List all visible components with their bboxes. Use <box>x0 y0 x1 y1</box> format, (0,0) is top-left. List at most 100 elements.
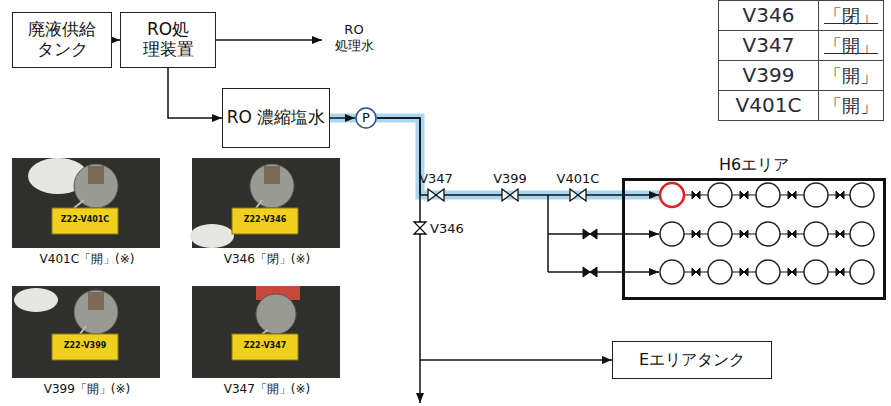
table-cell: V401C <box>718 90 819 121</box>
valve-symbol <box>570 189 586 201</box>
valve-symbol <box>740 268 748 276</box>
valve-symbol <box>583 267 597 277</box>
treated-water-arrow <box>206 39 322 41</box>
tank-group <box>660 183 874 284</box>
photo-caption: V347「開」(※) <box>192 382 342 396</box>
valve-symbol <box>788 230 796 238</box>
pump-circle <box>356 108 376 128</box>
valve-symbol <box>414 222 426 234</box>
table-cell: V399 <box>718 60 819 91</box>
valve-tag <box>232 334 298 360</box>
valve-flange <box>74 164 118 208</box>
table-cell: 「閉」 <box>818 0 884 31</box>
table-cell: 「開」 <box>818 90 884 121</box>
valve-photo <box>12 158 160 248</box>
node-text: Eエリアタンク <box>639 351 745 369</box>
valve-symbol <box>788 268 796 276</box>
valve-symbol <box>788 191 796 199</box>
tag-text: Z22-V346 <box>232 216 298 224</box>
process-box: 廃液供給 タンク <box>12 12 112 68</box>
tag-text: Z22-V347 <box>232 342 298 350</box>
valve-photo <box>192 286 340 378</box>
node-text: 廃液供給 タンク <box>13 20 111 59</box>
node-text: RO 濃縮塩水 <box>227 108 326 128</box>
valve-symbol <box>583 229 597 239</box>
table-cell: V347 <box>718 30 819 61</box>
process-box: RO処 理装置 <box>120 12 216 68</box>
branch-pipe <box>548 233 659 235</box>
pipe-connector <box>377 118 612 360</box>
tank <box>708 260 732 284</box>
glove <box>14 288 58 312</box>
outlet-label: RO 処理水 <box>328 22 380 53</box>
valve-symbol <box>836 191 844 199</box>
valve-flange <box>74 290 118 334</box>
valve-tag <box>232 208 298 234</box>
tag-chain <box>256 200 262 208</box>
valve-label: V347 <box>414 171 458 187</box>
valve-label: V346 <box>430 221 480 237</box>
valve-tag <box>52 334 118 360</box>
valve-symbol <box>740 191 748 199</box>
pipe-connector <box>168 68 222 118</box>
glove <box>190 224 234 248</box>
valve-symbol <box>836 268 844 276</box>
node-text: RO処 理装置 <box>121 20 215 59</box>
pipe-highlight <box>320 118 659 195</box>
photo-ground <box>12 286 160 378</box>
tag-chain <box>74 200 84 208</box>
tank <box>756 183 780 207</box>
tank <box>850 222 874 246</box>
valve-photo <box>190 158 340 248</box>
valve-symbol <box>740 230 748 238</box>
tag-text: Z22-V401C <box>52 216 118 224</box>
photo-ground <box>12 158 160 248</box>
pipe-connector <box>112 39 120 41</box>
tag-text: Z22-V399 <box>52 342 118 350</box>
tank <box>756 222 780 246</box>
photo-ground <box>192 286 340 378</box>
valve-symbol <box>692 230 700 238</box>
valve-photo <box>12 286 160 378</box>
photo-caption: V399「開」(※) <box>12 382 162 396</box>
tank <box>804 183 828 207</box>
tank <box>660 222 684 246</box>
process-box: RO 濃縮塩水 <box>222 88 330 148</box>
valve-symbol <box>692 191 700 199</box>
tank <box>708 183 732 207</box>
photo-caption: V401C「開」(※) <box>12 252 162 266</box>
tank <box>850 260 874 284</box>
valve-label: V401C <box>551 171 605 187</box>
area-region: H6エリア <box>622 178 886 300</box>
valve-symbol <box>428 189 444 201</box>
node-text: P <box>362 111 370 126</box>
table-cell: V346 <box>718 0 819 31</box>
table-cell: 「開」 <box>818 30 884 61</box>
pipe-connector <box>330 117 355 119</box>
valve-symbol <box>502 189 518 201</box>
valve-tag <box>52 208 118 234</box>
tank <box>756 260 780 284</box>
valve-stem <box>88 166 104 184</box>
photo-caption: V346「閉」(※) <box>192 252 342 266</box>
branch-pipe <box>548 271 659 273</box>
table-cell: 「開」 <box>818 60 884 91</box>
valve-symbol <box>836 230 844 238</box>
tank <box>804 222 828 246</box>
tank <box>804 260 828 284</box>
tank-selected <box>660 183 684 207</box>
tag-chain <box>262 330 268 334</box>
pump-circle: P <box>355 107 377 129</box>
outlet-arrow <box>419 360 421 403</box>
valve-symbol <box>692 268 700 276</box>
tank <box>850 183 874 207</box>
valve-flange <box>256 294 296 334</box>
valve-flange <box>250 164 294 208</box>
tank-box: Eエリアタンク <box>612 341 772 379</box>
tag-chain <box>80 326 86 334</box>
valve-stem <box>88 292 104 310</box>
area-heading: H6エリア <box>625 156 883 174</box>
tank <box>660 260 684 284</box>
valve-label: V399 <box>488 171 532 187</box>
